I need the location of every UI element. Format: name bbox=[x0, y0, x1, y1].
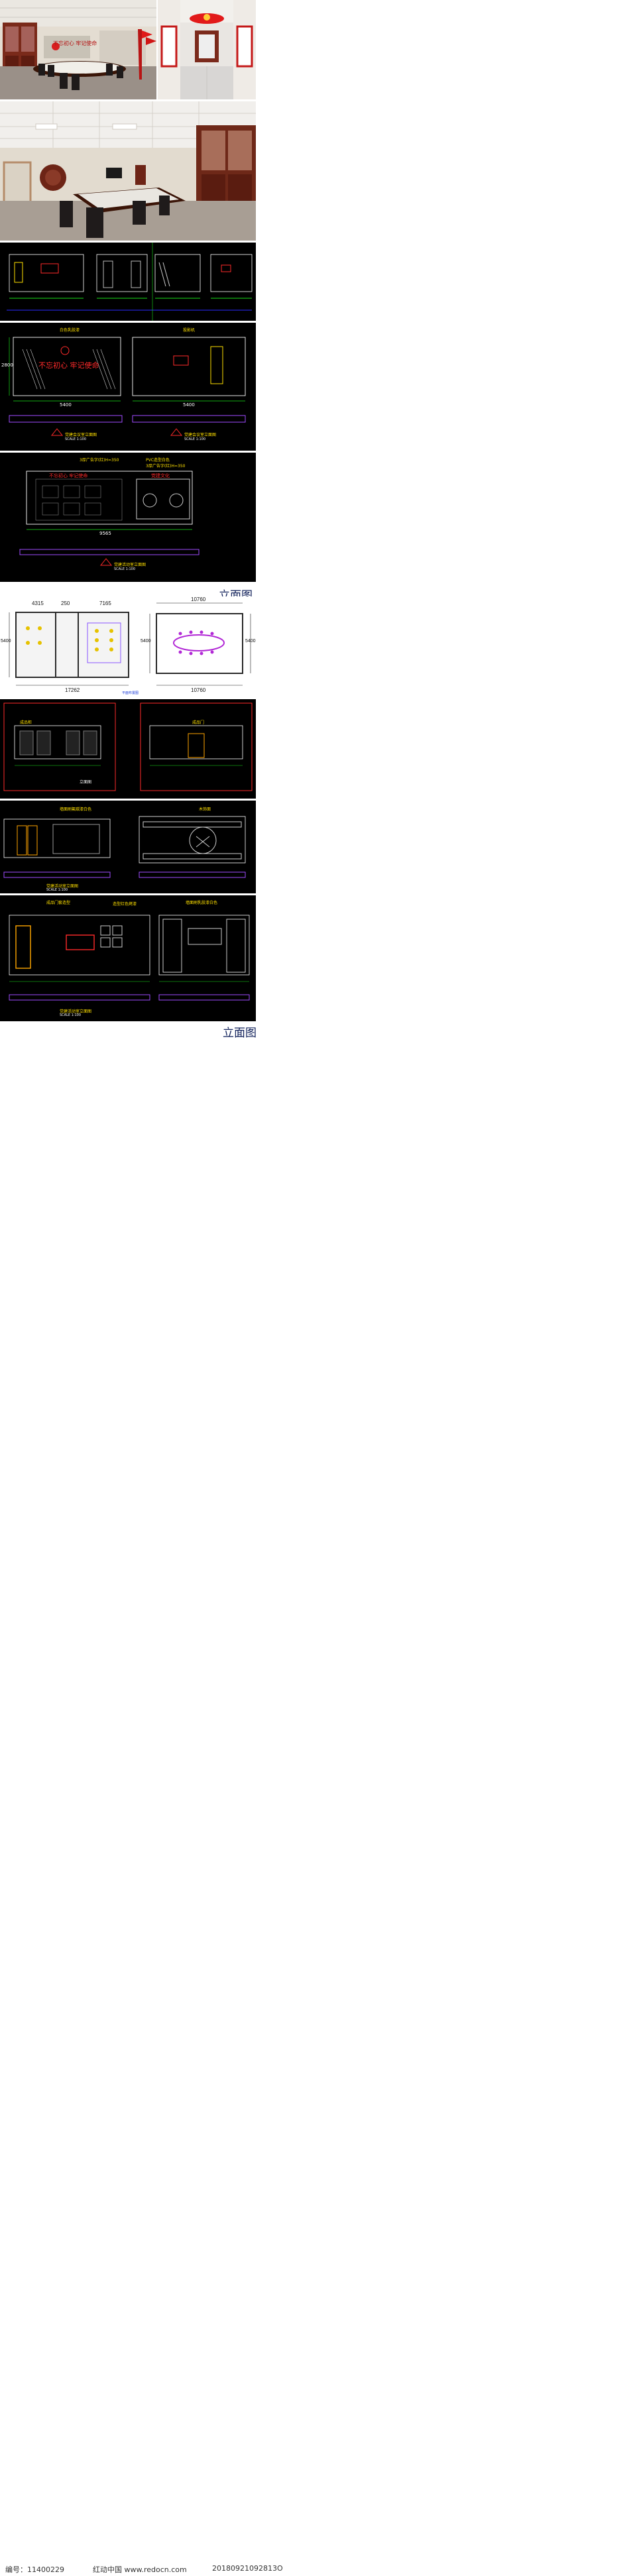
cad-note-e: 投影机 bbox=[183, 328, 196, 333]
section-label-3: 党建活动室立面图 bbox=[114, 563, 146, 567]
plan-dim-h2: 5400 bbox=[141, 639, 151, 644]
elevation-title-2: 立面图 bbox=[223, 1027, 257, 1040]
cad-wall3-title: 党建文化 bbox=[151, 473, 170, 478]
section-label-4: 党建活动室立面图 bbox=[46, 884, 79, 889]
cad-note-b: 3厚广告字(红)H=350 bbox=[80, 458, 119, 463]
cad-final-elevation: 成品门套造型 造型红色烤漆 墙面刷乳胶漆白色 党建活动室立面图 SCALE 1:… bbox=[0, 895, 256, 1021]
cad-cabinet-elevation: 成品柜 成品门 立面图 bbox=[0, 699, 256, 799]
cad-set-3-drawing bbox=[19, 471, 200, 566]
render-corridor bbox=[158, 0, 256, 99]
cad-dim-width-2: 5400 bbox=[183, 402, 195, 408]
plan-dim-top-2: 250 bbox=[61, 600, 70, 606]
cad-note-a: 白色乳胶漆 bbox=[60, 328, 80, 333]
footer-id: 编号：11400229 bbox=[5, 2565, 64, 2574]
section-label-2: 党建会议室立面图 bbox=[184, 433, 217, 437]
section-label-5: 党建活动室立面图 bbox=[60, 1009, 92, 1014]
cad-dim-width-1: 5400 bbox=[60, 402, 72, 408]
cad-note-f: 木饰面 bbox=[199, 807, 211, 812]
cad-meeting-room-elevation: 不忘初心 牢记使命 5400 5400 2800 白色乳胶漆 投影机 党建会议室… bbox=[0, 323, 256, 451]
cad-set-2-drawing bbox=[9, 337, 246, 436]
cad-party-emblem-elevation: 墙面刷氟碳漆白色 木饰面 党建活动室立面图 SCALE 1:100 bbox=[0, 801, 256, 893]
render-slogan: 不忘初心 牢记使命 bbox=[53, 40, 97, 46]
cad-dim-height: 2800 bbox=[1, 363, 13, 368]
cad-set-5-drawing bbox=[3, 816, 246, 878]
cad-note-i: 成品门套造型 bbox=[46, 901, 71, 905]
cad-elevation-set-1 bbox=[0, 243, 256, 321]
footer-bar: 编号：11400229 红动中国 www.redocn.com 20180921… bbox=[0, 2561, 635, 2576]
cad-set-6-drawing bbox=[9, 915, 250, 1001]
render-meeting-room-image bbox=[0, 0, 156, 99]
cad-note-j: 造型红色烤漆 bbox=[113, 902, 137, 907]
cad-note-h: 3厚广告字(红)H=350 bbox=[146, 464, 186, 469]
plan-dim-w1: 17262 bbox=[65, 687, 80, 693]
plan-tag: 平面布置图 bbox=[122, 691, 139, 695]
footer-date: 20180921092813O bbox=[212, 2564, 283, 2573]
plan-section: 4315 250 7165 17262 10760 10760 5400 540… bbox=[0, 596, 256, 696]
plan-dim-w2: 10760 bbox=[191, 596, 206, 602]
plan-drawing bbox=[9, 602, 251, 686]
render-large-meeting-room bbox=[0, 101, 256, 241]
cad-note-g: PVC造型白色 bbox=[146, 458, 170, 463]
render-meeting-room: 不忘初心 牢记使命 bbox=[0, 0, 156, 99]
cad-note-k: 墙面刷乳胶漆白色 bbox=[186, 901, 218, 905]
cad-set-1-drawing bbox=[7, 243, 253, 321]
scale-4: SCALE 1:100 bbox=[46, 888, 68, 892]
cad-slogan: 不忘初心 牢记使命 bbox=[38, 361, 99, 370]
cad-note-d: 成品柜 bbox=[20, 720, 32, 725]
cad-dim-width-3: 9565 bbox=[99, 531, 111, 536]
plan-dim-h3: 5400 bbox=[245, 639, 256, 644]
cad-activity-room-elevation: 不忘初心 牢记使命 党建文化 9565 3厚广告字(红)H=350 PVC造型白… bbox=[0, 453, 256, 582]
plan-dim-h1: 5400 bbox=[1, 639, 11, 644]
scale-3: SCALE 1:100 bbox=[114, 567, 136, 571]
scale-2: SCALE 1:100 bbox=[184, 437, 206, 441]
cad-note-c: 墙面刷氟碳漆白色 bbox=[60, 807, 92, 812]
scale-1: SCALE 1:100 bbox=[65, 437, 87, 441]
plan-dim-top-1: 4315 bbox=[32, 600, 44, 606]
plan-dim-top-3: 7165 bbox=[99, 600, 111, 606]
section-label-1: 党建会议室立面图 bbox=[65, 433, 97, 437]
plan-dim-w3: 10760 bbox=[191, 687, 206, 693]
cad-set-4-drawing bbox=[3, 702, 253, 791]
cad-wall2-slogan: 不忘初心 牢记使命 bbox=[49, 473, 88, 478]
footer-site[interactable]: 红动中国 www.redocn.com bbox=[93, 2565, 187, 2574]
render-corridor-image bbox=[158, 0, 256, 99]
render-large-meeting-room-image bbox=[0, 101, 256, 241]
cad-note-l: 成品门 bbox=[192, 720, 205, 725]
cad-note-m: 立面图 bbox=[80, 780, 92, 785]
scale-5: SCALE 1:100 bbox=[60, 1013, 82, 1017]
